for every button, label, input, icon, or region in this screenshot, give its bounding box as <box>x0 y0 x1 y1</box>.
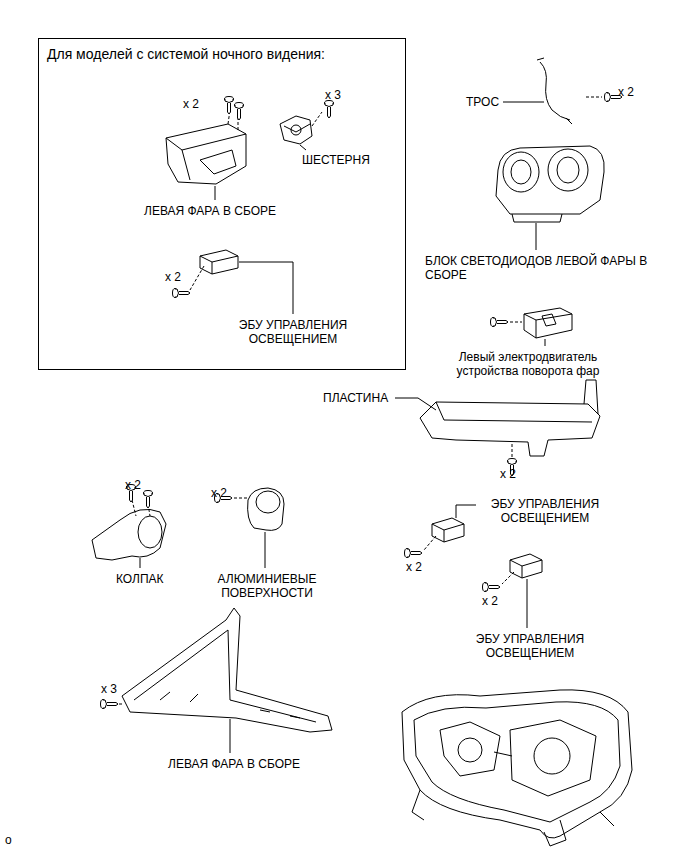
screw-count: x 2 <box>211 486 227 500</box>
screw-count: x 2 <box>500 467 516 481</box>
screw-count: x 3 <box>325 88 341 102</box>
part-label: o <box>5 833 12 847</box>
screw-count: x 2 <box>482 594 498 608</box>
screw-count: x 2 <box>183 97 199 111</box>
part-label: ЭБУ УПРАВЛЕНИЯ ОСВЕЩЕНИЕМ <box>228 318 358 346</box>
part-label: КОЛПАК <box>116 572 164 586</box>
part-label: ТРОС <box>466 95 499 109</box>
frame-heading: Для моделей с системой ночного видения: <box>39 39 405 63</box>
part-label: ЭБУ УПРАВЛЕНИЯ ОСВЕЩЕНИЕМ <box>465 632 595 660</box>
screw-count: x 2 <box>165 270 181 284</box>
part-label: ЛЕВАЯ ФАРА В СБОРЕ <box>144 204 276 218</box>
part-label: ЭБУ УПРАВЛЕНИЯ ОСВЕЩЕНИЕМ <box>480 497 610 525</box>
screw-count: x 2 <box>125 478 141 492</box>
part-label: Левый электродвигатель устройства поворо… <box>448 350 608 378</box>
part-label: БЛОК СВЕТОДИОДОВ ЛЕВОЙ ФАРЫ В СБОРЕ <box>425 254 650 282</box>
part-label: ЛЕВАЯ ФАРА В СБОРЕ <box>168 757 300 771</box>
screw-count: x 3 <box>101 682 117 696</box>
screw-count: x 2 <box>406 560 422 574</box>
part-label: ПЛАСТИНА <box>323 391 388 405</box>
part-label: ШЕСТЕРНЯ <box>302 153 370 167</box>
part-label: АЛЮМИНИЕВЫЕ ПОВЕРХНОСТИ <box>212 572 322 600</box>
screw-count: x 2 <box>618 85 634 99</box>
